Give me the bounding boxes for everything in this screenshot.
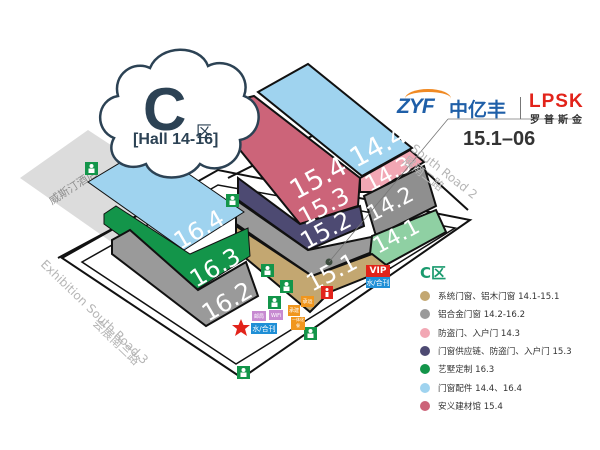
restroom-icon[interactable] — [268, 296, 281, 309]
restroom-icon[interactable] — [226, 194, 239, 207]
restroom-icon[interactable] — [280, 280, 293, 293]
legend-label: 安义建材馆 15.4 — [438, 401, 503, 412]
mail-tag[interactable]: 邮局 — [252, 311, 266, 321]
legend-label: 门窗配件 14.4、16.4 — [438, 383, 522, 394]
restroom-icon[interactable] — [85, 162, 98, 175]
hall-14-2[interactable] — [362, 164, 438, 238]
hall-14-4[interactable] — [256, 62, 414, 178]
zone-letter: C — [143, 76, 187, 143]
hall-14-3[interactable] — [359, 148, 426, 193]
food-tag-3[interactable]: 一体化 餐 — [291, 317, 305, 330]
water-tag-vip[interactable]: 水/合刊 — [366, 277, 390, 288]
vip-tag[interactable]: VIP — [366, 265, 390, 277]
hall-16-2[interactable] — [111, 228, 260, 328]
booth-number: 15.1–06 — [463, 128, 536, 150]
legend-label: 系统门窗、铝木门窗 14.1-15.1 — [438, 292, 560, 303]
zone-subtitle: [Hall 14-16] — [133, 131, 219, 148]
legend-item: 铝合金门窗 14.2-16.2 — [420, 305, 600, 323]
legend-color-dot — [420, 346, 430, 357]
legend-item: 门窗供应链、防盗门、入户门 15.3 — [420, 342, 600, 360]
restroom-icon[interactable] — [261, 264, 274, 277]
zyf-arc-icon — [405, 89, 451, 108]
zone-cloud-badge — [98, 48, 260, 179]
legend-label: 防盗门、入户门 14.3 — [438, 328, 521, 339]
water-tag[interactable]: 水/合刊 — [251, 323, 277, 334]
zone-suffix: 区 — [196, 122, 213, 141]
hall-14-1[interactable] — [368, 208, 448, 268]
legend-item: 艺墅定制 16.3 — [420, 360, 600, 378]
legend: C区 系统门窗、铝木门窗 14.1-15.1 铝合金门窗 14.2-16.2 防盗门… — [420, 262, 600, 415]
legend-label: 铝合金门窗 14.2-16.2 — [438, 310, 526, 321]
legend-color-dot — [420, 327, 430, 338]
legend-item: 防盗门、入户门 14.3 — [420, 324, 600, 342]
food-tag-1[interactable]: 承运 — [301, 296, 314, 307]
food-tag-2[interactable]: 承建 — [288, 305, 300, 316]
legend-label: 艺墅定制 16.3 — [438, 365, 495, 376]
exhibitor-brand: ZYF 中亿丰 LPSK 罗普斯金 — [397, 89, 597, 126]
booth-callout-line — [328, 118, 449, 263]
info-icon[interactable] — [321, 286, 333, 299]
brand-separator — [520, 97, 521, 119]
legend-color-dot — [420, 400, 430, 411]
legend-item: 门窗配件 14.4、16.4 — [420, 378, 600, 396]
zyf-logo: ZYF — [397, 95, 435, 118]
lpsk-cn-name: 罗普斯金 — [530, 115, 586, 126]
legend-color-dot — [420, 309, 430, 320]
restroom-icon[interactable] — [304, 327, 317, 340]
legend-color-dot — [420, 364, 430, 375]
zyf-cn-name: 中亿丰 — [449, 99, 507, 121]
legend-item: 系统门窗、铝木门窗 14.1-15.1 — [420, 287, 600, 305]
legend-title: C区 — [420, 264, 447, 282]
star-icon[interactable] — [232, 319, 250, 336]
wifi-tag[interactable]: WiFi — [269, 310, 283, 320]
legend-color-dot — [420, 382, 430, 393]
legend-item: 安义建材馆 15.4 — [420, 397, 600, 415]
legend-label: 门窗供应链、防盗门、入户门 15.3 — [438, 347, 572, 358]
restroom-icon[interactable] — [237, 366, 250, 379]
lpsk-logo: LPSK — [529, 91, 584, 112]
legend-color-dot — [420, 291, 430, 302]
